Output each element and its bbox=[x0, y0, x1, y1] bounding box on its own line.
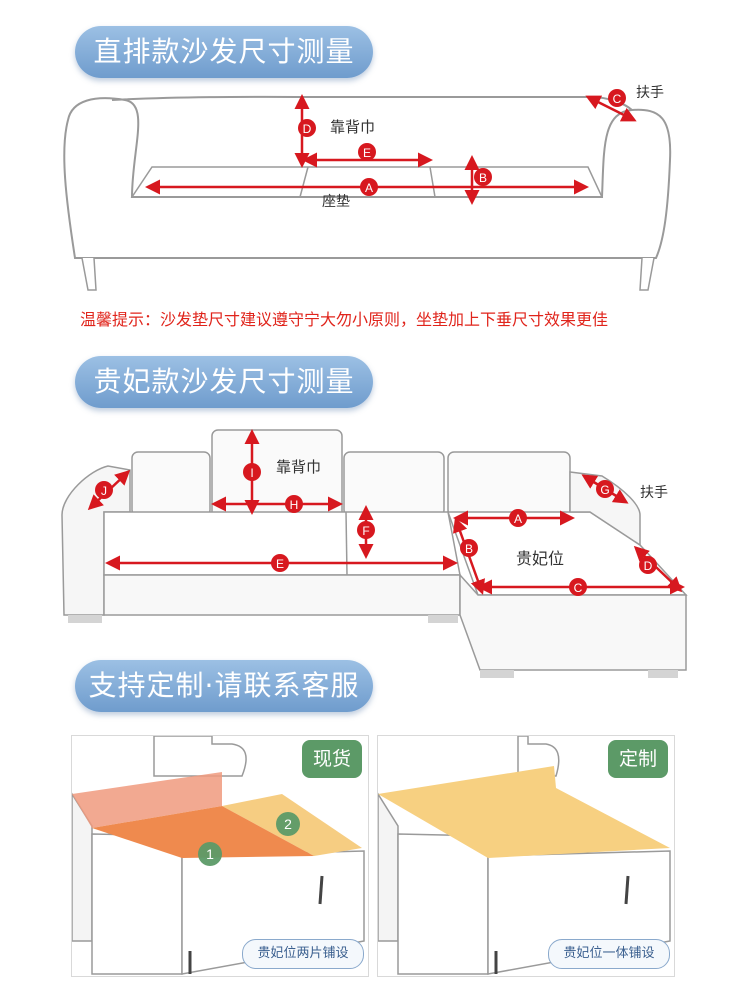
chaise-marker-d: D bbox=[639, 556, 657, 574]
chaise-label-armrest: 扶手 bbox=[640, 485, 668, 501]
svg-text:A: A bbox=[514, 512, 522, 526]
chaise-leg-1 bbox=[68, 615, 102, 623]
section-title-chaise: 贵妃款沙发尺寸测量 bbox=[75, 356, 373, 408]
chaise-front bbox=[103, 574, 461, 616]
svg-text:J: J bbox=[101, 484, 107, 498]
chaise-marker-c: C bbox=[569, 578, 587, 596]
measure-line-c bbox=[585, 95, 637, 122]
chaise-back-cushion-4 bbox=[447, 451, 571, 517]
chaise-label-seat: 贵妃位 bbox=[516, 549, 565, 568]
tip-text: 温馨提示：沙发垫尺寸建议遵守宁大勿小原则，坐垫加上下垂尺寸效果更佳 bbox=[80, 310, 609, 329]
svg-text:B: B bbox=[479, 171, 487, 185]
svg-text:A: A bbox=[365, 181, 373, 195]
chaise-measure-j bbox=[87, 469, 131, 511]
straight-sofa-leg-right bbox=[639, 257, 655, 291]
cushion-full bbox=[378, 766, 670, 858]
panel-stock-illustration: 1 2 bbox=[72, 736, 365, 975]
svg-text:E: E bbox=[363, 146, 371, 160]
straight-sofa-leg-left bbox=[81, 257, 97, 291]
svg-text:C: C bbox=[613, 92, 622, 106]
section-title-custom: 支持定制·请联系客服 bbox=[75, 660, 373, 712]
straight-seat-divider-1 bbox=[299, 166, 309, 198]
chaise-marker-h: H bbox=[285, 495, 303, 513]
chaise-measure-b bbox=[453, 517, 485, 595]
chaise-marker-i: I bbox=[243, 463, 261, 481]
chaise-marker-b: B bbox=[460, 539, 478, 557]
marker-a: A bbox=[360, 178, 378, 196]
chaise-measure-d bbox=[633, 545, 683, 593]
straight-sofa-back bbox=[111, 95, 633, 111]
svg-text:B: B bbox=[465, 542, 473, 556]
chaise-right-arm bbox=[569, 471, 641, 547]
tag-in-stock: 现货 bbox=[302, 740, 362, 778]
straight-sofa-seat bbox=[130, 166, 604, 198]
straight-seat-divider-2 bbox=[429, 166, 436, 198]
chaise-marker-f: F bbox=[357, 521, 375, 539]
label-armrest: 扶手 bbox=[636, 85, 664, 101]
label-backrest-towel: 靠背巾 bbox=[330, 118, 376, 136]
svg-text:F: F bbox=[362, 524, 369, 538]
panel-custom: 定制 贵妃位一体铺设 bbox=[377, 735, 675, 977]
panel-custom-illustration bbox=[378, 736, 671, 975]
tag-custom: 定制 bbox=[608, 740, 668, 778]
chaise-marker-a: A bbox=[509, 509, 527, 527]
marker-c: C bbox=[608, 89, 626, 107]
chaise-marker-e: E bbox=[271, 554, 289, 572]
svg-text:2: 2 bbox=[284, 816, 292, 832]
chaise-measure-g bbox=[581, 474, 629, 504]
caption-one-piece: 贵妃位一体铺设 bbox=[548, 939, 670, 969]
chaise-seat bbox=[103, 511, 461, 576]
straight-sofa-diagram: A B C D E bbox=[63, 89, 672, 291]
label-seat-cushion: 座垫 bbox=[322, 194, 350, 210]
chaise-seat-divider bbox=[345, 511, 348, 576]
caption-two-piece: 贵妃位两片铺设 bbox=[242, 939, 364, 969]
svg-text:C: C bbox=[574, 581, 583, 595]
marker-d: D bbox=[298, 119, 316, 137]
chaise-left-arm bbox=[61, 465, 131, 616]
chaise-back-cushion-3 bbox=[343, 451, 445, 517]
svg-text:I: I bbox=[250, 466, 253, 480]
svg-text:H: H bbox=[290, 498, 299, 512]
chaise-leg-3 bbox=[480, 670, 514, 678]
cushion-piece-1-back bbox=[72, 772, 222, 828]
panel-stock: 1 2 现货 贵妃位两片铺设 bbox=[71, 735, 369, 977]
marker-e: E bbox=[358, 143, 376, 161]
chaise-back-cushion-1 bbox=[131, 451, 211, 517]
svg-text:1: 1 bbox=[206, 846, 214, 862]
marker-b: B bbox=[474, 168, 492, 186]
chaise-leg-4 bbox=[648, 670, 678, 678]
chaise-marker-g: G bbox=[596, 480, 614, 498]
chaise-lounge-front bbox=[459, 573, 687, 671]
chaise-leg-2 bbox=[428, 615, 458, 623]
svg-text:E: E bbox=[276, 557, 284, 571]
chaise-marker-j: J bbox=[95, 481, 113, 499]
svg-text:D: D bbox=[644, 559, 653, 573]
cushion-piece-1 bbox=[92, 806, 314, 858]
svg-text:D: D bbox=[303, 122, 312, 136]
section-title-straight: 直排款沙发尺寸测量 bbox=[75, 26, 373, 78]
svg-text:G: G bbox=[600, 483, 609, 497]
chaise-label-backrest-towel: 靠背巾 bbox=[276, 458, 322, 476]
chaise-lounge-top bbox=[446, 511, 688, 596]
